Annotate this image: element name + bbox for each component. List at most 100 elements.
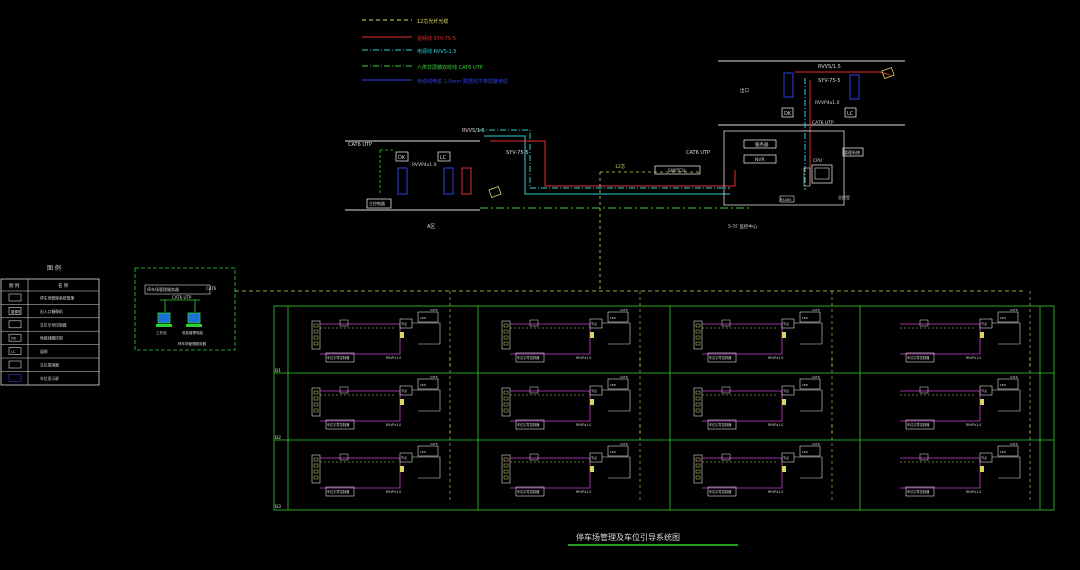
node-box [589, 452, 603, 463]
svg-text:名 称: 名 称 [58, 282, 69, 289]
tag-label: CAT6 [1010, 375, 1018, 379]
camera-icon [919, 319, 929, 327]
svg-text:LC: LC [847, 111, 854, 117]
legend-symbol-text: LC [11, 350, 16, 354]
detector-icon [980, 399, 984, 405]
guide-controller-icon [693, 320, 703, 350]
tag-label: CAT6 [430, 442, 438, 446]
guide-controller-icon [693, 454, 703, 484]
svg-text:总控室: 总控室 [838, 194, 850, 200]
cable-label: RVVPx1.0 [576, 356, 591, 360]
svg-text:停车场管理服务器: 停车场管理服务器 [178, 341, 206, 346]
line-legend: 12芯光纤光缆 视频线 SYV-75-5 电源线 RVVS-1.5 六类非屏蔽双… [362, 18, 508, 85]
camera-icon [529, 319, 539, 327]
trunk-cables: SWITCH CAT6 UTP 12芯 5-7F 监控中心 [478, 129, 758, 290]
legend-row: 停车场管理系统管理 [8, 293, 74, 302]
camera-icon [721, 319, 731, 327]
detector-icon [590, 332, 594, 338]
cable-label: RVVPx1.0 [966, 490, 981, 494]
node-label: 节点 [591, 321, 597, 326]
controller-box [325, 419, 355, 430]
legend-cat6: 六类非屏蔽双绞线 CAT6 UTP [417, 64, 483, 71]
controller-box [515, 486, 545, 497]
controller-label: 车位引导控制器 [709, 355, 732, 360]
manage-box [842, 147, 864, 157]
detector-left-3 [461, 167, 472, 195]
camera-icon [488, 186, 502, 198]
legend-video: 视频线 SYV-75-5 [417, 35, 456, 42]
controller-label: 车位引导控制器 [327, 489, 350, 494]
guide-controller-icon [311, 320, 321, 350]
controller-label: 车位引导控制器 [907, 422, 930, 427]
node-label: 节点 [401, 455, 407, 460]
svg-text:CAT6 UTP: CAT6 UTP [686, 150, 710, 156]
legend-row: 车位显示屏 [8, 374, 59, 382]
legend-row: LC 道闸 [8, 347, 48, 355]
pc-icon-1 [157, 312, 171, 324]
led-box [607, 445, 629, 457]
legend-power: 电源线 RVVS-1.5 [417, 48, 457, 55]
node-box [399, 452, 413, 463]
led-label: LED [802, 383, 809, 387]
led-label: LED [802, 316, 809, 320]
led-label: LED [420, 316, 427, 320]
svg-text:RVVP4x1.0: RVVP4x1.0 [815, 100, 840, 106]
controller-label: 车位引导控制器 [517, 422, 540, 427]
controller-box [515, 352, 545, 363]
svg-text:DK: DK [398, 155, 406, 161]
detector-icon [400, 332, 404, 338]
led-label: LED [1000, 316, 1007, 320]
legend-row: 摄像机出入口摄像机 [8, 307, 63, 315]
legend-row-name: 道闸 [40, 349, 48, 354]
control-room: RVVS/1.5 SYV-75-5 RVVP4x1.0 CAT6 UTP 出口 … [718, 60, 905, 206]
camera-icon [919, 453, 929, 461]
controller-label: 车位引导控制器 [907, 489, 930, 494]
svg-text:NVR: NVR [755, 157, 765, 163]
node-label: 节点 [783, 388, 789, 393]
led-box [417, 445, 439, 457]
control-room-frame [723, 130, 845, 206]
svg-text:停车场管理服务器: 停车场管理服务器 [147, 286, 179, 292]
controller-box [707, 352, 737, 363]
guide-controller-icon [501, 320, 511, 350]
svg-text:RVVS/1.5: RVVS/1.5 [462, 128, 485, 134]
svg-text:服务器: 服务器 [755, 141, 769, 148]
cable-label: RVVPx1.0 [966, 356, 981, 360]
node-label: 节点 [591, 388, 597, 393]
detector-icon [782, 466, 786, 472]
tag-label: CAT6 [812, 308, 820, 312]
node-box [399, 318, 413, 329]
controller-label: 车位引导控制器 [517, 355, 540, 360]
led-box [997, 311, 1019, 323]
tag-label: CAT6 [812, 442, 820, 446]
led-box [997, 445, 1019, 457]
cable-label: RVVPx1.0 [966, 423, 981, 427]
controller-label: 车位引导控制器 [907, 355, 930, 360]
led-label: LED [610, 450, 617, 454]
diagram-title: 停车场管理及车位引导系统图 [576, 532, 680, 542]
node-label: 节点 [591, 455, 597, 460]
camera-icon [721, 386, 731, 394]
legend-symbol-icon [8, 293, 22, 302]
controller-label: 车位引导控制器 [709, 422, 732, 427]
node-label: 节点 [981, 321, 987, 326]
controller-box [325, 352, 355, 363]
node-label: 节点 [401, 321, 407, 326]
node-box [979, 385, 993, 396]
node-box [399, 385, 413, 396]
node-box [781, 452, 795, 463]
pc-tower-icon [803, 167, 811, 187]
cable-label: RVVPx1.0 [386, 423, 401, 427]
pc-icon-2 [187, 312, 201, 324]
camera-icon [721, 453, 731, 461]
node-label: 节点 [981, 455, 987, 460]
legend-fiber: 12芯光纤光缆 [417, 18, 448, 25]
cable-label: RVVPx1.0 [768, 356, 783, 360]
